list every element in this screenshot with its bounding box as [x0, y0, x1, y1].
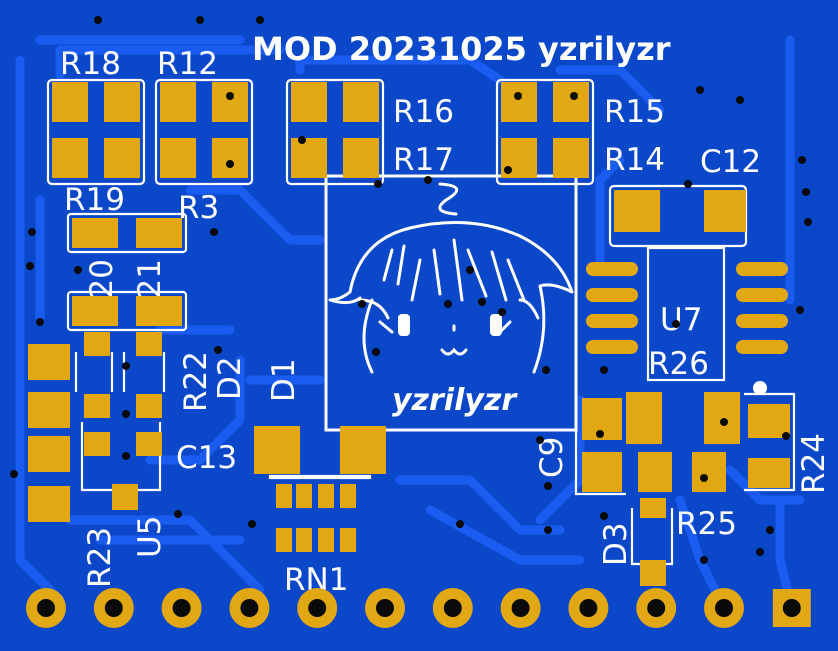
silkscreen-labels: MOD 20231025 yzrilyzr R18 R12 R16 R17 R1…: [60, 30, 832, 598]
label-u7: U7: [660, 302, 702, 338]
label-r26: R26: [648, 346, 709, 382]
header-pin-hole: [308, 599, 327, 617]
header-pin-hole: [240, 599, 259, 617]
label-r18: R18: [60, 46, 121, 82]
label-r14: R14: [604, 142, 665, 178]
smd-pads: [28, 82, 790, 586]
header-pin-hole: [715, 599, 733, 617]
label-c13: C13: [176, 440, 237, 476]
label-d3: D3: [598, 522, 634, 566]
header-pin-hole: [37, 599, 55, 617]
header-pin-hole: [443, 599, 462, 617]
vias: [10, 16, 812, 564]
label-r15: R15: [604, 94, 665, 130]
label-u5: U5: [132, 516, 168, 558]
label-d1: D1: [266, 358, 302, 402]
header-pin-hole: [376, 599, 394, 617]
logo-text: yzrilyzr: [392, 383, 518, 418]
label-r3: R3: [178, 190, 219, 226]
header-pin-hole: [579, 599, 598, 617]
label-r19: R19: [64, 182, 125, 218]
label-r23: R23: [82, 527, 118, 588]
label-r22: R22: [178, 351, 214, 412]
label-d2: D2: [212, 356, 248, 400]
label-r24: R24: [796, 433, 832, 494]
label-c12: C12: [700, 144, 761, 180]
header-pin-hole: [782, 599, 801, 617]
label-r25: R25: [676, 506, 737, 542]
header-pin-hole: [647, 599, 666, 617]
board-title: MOD 20231025 yzrilyzr: [252, 30, 671, 68]
label-r17: R17: [393, 142, 454, 178]
label-r16: R16: [393, 94, 454, 130]
header-pin-hole: [104, 599, 123, 617]
label-r12: R12: [157, 46, 218, 82]
header-pin-hole: [511, 599, 530, 617]
header-pin-hole: [172, 599, 191, 617]
yzrilyzr-logo: yzrilyzr: [324, 174, 578, 432]
pin-header: [26, 588, 811, 628]
